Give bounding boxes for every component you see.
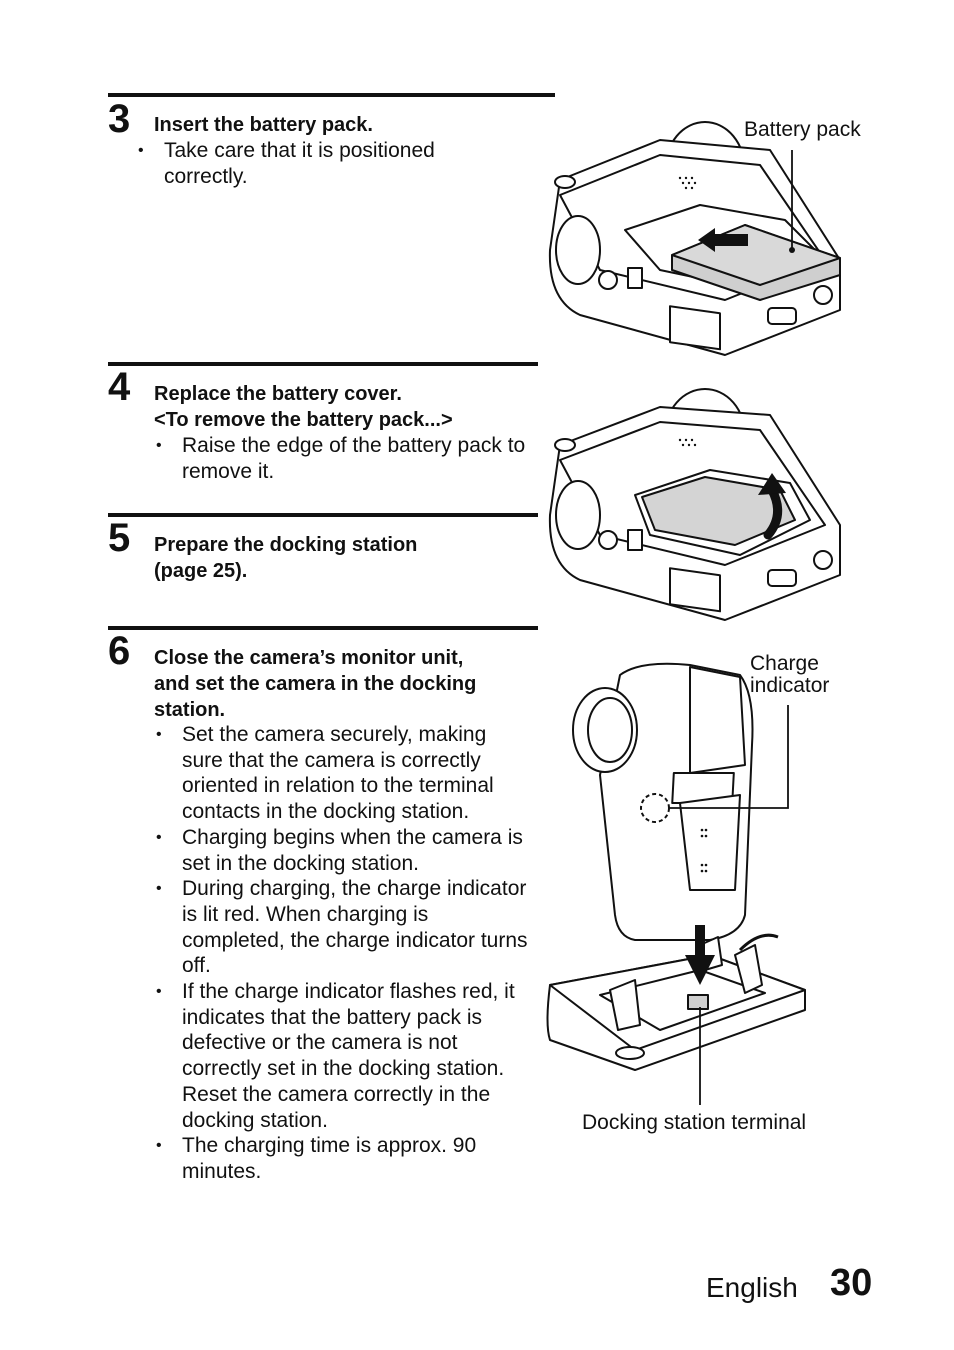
step-6-heading: Close the camera’s monitor unit, and set… — [154, 645, 476, 723]
step-6-bullet: During charging, the charge indicator is… — [156, 876, 528, 979]
step-5-number: 5 — [108, 516, 131, 560]
step-4-rule — [108, 362, 538, 366]
step-4-number: 4 — [108, 365, 131, 409]
step-5-heading: Prepare the docking station (page 25). — [154, 532, 417, 584]
battery-pack-label: Battery pack — [744, 118, 861, 141]
charge-indicator-label-line: indicator — [750, 674, 830, 697]
step-3-bullet: Take care that it is positioned correctl… — [138, 138, 478, 189]
step-6-heading-line: station. — [154, 699, 226, 721]
step-3-rule — [108, 93, 555, 97]
docking-terminal-label: Docking station terminal — [582, 1111, 807, 1134]
step-5-heading-line: (page 25). — [154, 560, 248, 582]
step-5-heading-line: Prepare the docking station — [154, 534, 418, 556]
step-3-number: 3 — [108, 97, 131, 141]
step-6-bullet: Set the camera securely, making sure tha… — [156, 722, 528, 825]
step-4-heading: Replace the battery cover. <To remove th… — [154, 381, 453, 433]
footer-language: English — [706, 1272, 798, 1303]
step-6-heading-line: and set the camera in the docking — [154, 673, 477, 695]
step-6-heading-line: Close the camera’s monitor unit, — [154, 647, 464, 669]
battery-insert-illustration — [548, 121, 841, 356]
step-6-rule — [108, 626, 538, 630]
step-6-number: 6 — [108, 629, 131, 673]
charge-indicator-label-line: Charge — [750, 652, 819, 675]
step-4-heading-line: Replace the battery cover. — [154, 383, 402, 405]
battery-remove-illustration — [548, 388, 841, 621]
step-3-heading-line: Insert the battery pack. — [154, 114, 373, 136]
step-6-bullet: The charging time is approx. 90 minutes. — [156, 1133, 528, 1184]
page-number: 30 — [830, 1262, 873, 1304]
docking-station-illustration — [546, 662, 806, 1105]
step-6-bullet: Charging begins when the camera is set i… — [156, 825, 528, 876]
charge-indicator-label: Charge indicator — [750, 653, 829, 697]
step-6-bullet: If the charge indicator flashes red, it … — [156, 979, 528, 1133]
step-5-rule — [108, 513, 538, 517]
step-4-bullets: Raise the edge of the battery pack to re… — [156, 433, 531, 484]
step-3-bullets: Take care that it is positioned correctl… — [138, 138, 478, 189]
step-6-bullets: Set the camera securely, making sure tha… — [156, 722, 528, 1185]
step-4-bullet: Raise the edge of the battery pack to re… — [156, 433, 531, 484]
step-4-heading-line: <To remove the battery pack...> — [154, 409, 453, 431]
step-3-heading: Insert the battery pack. — [154, 112, 373, 138]
